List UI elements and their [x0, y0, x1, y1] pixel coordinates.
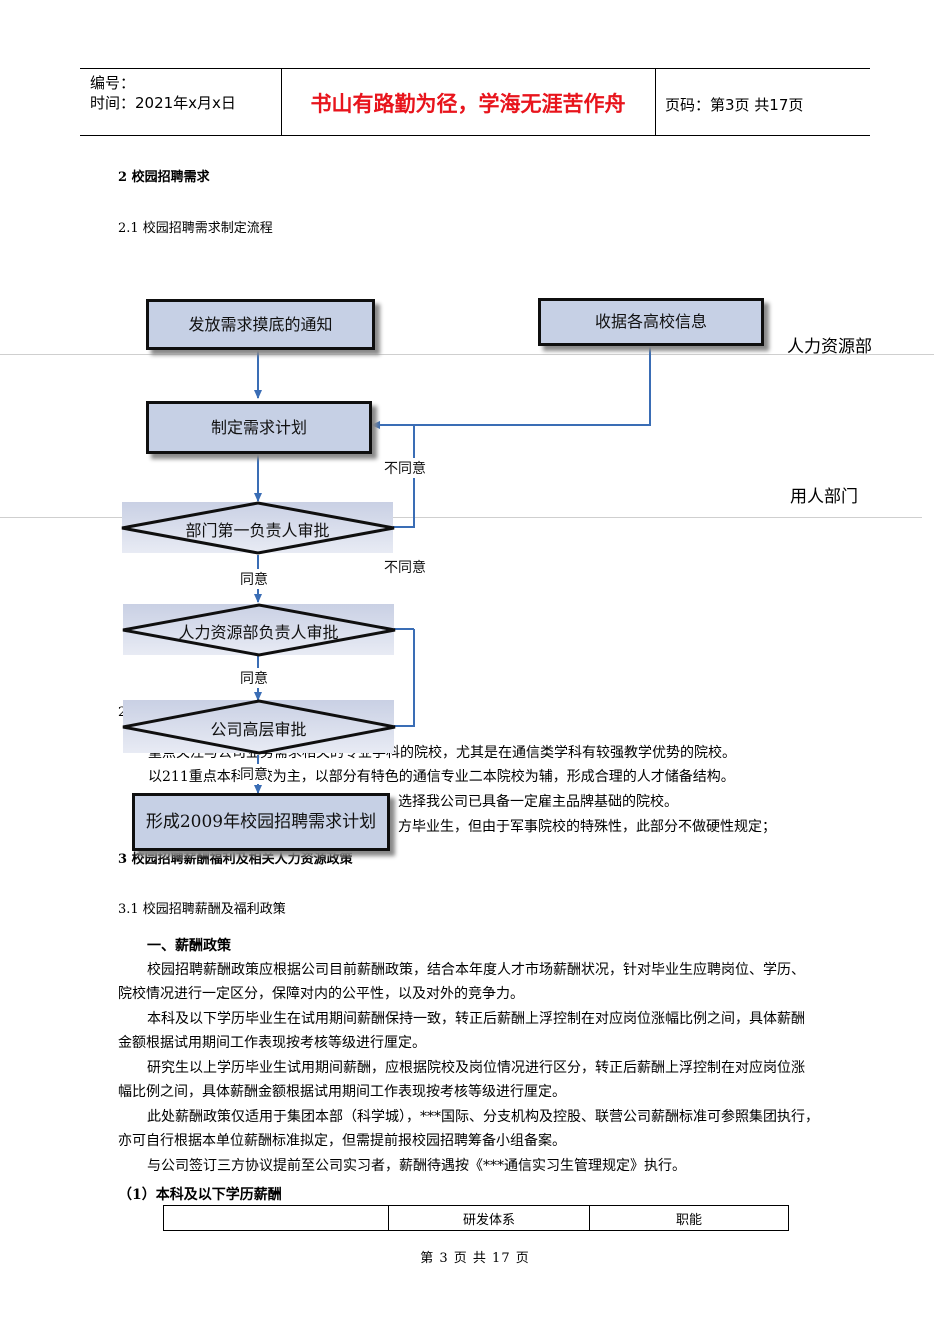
lane-label-user: 用人部门: [790, 487, 858, 507]
paragraph-1-line-2: 院校情况进行一定区分，保障对内的公平性，以及对外的竞争力。: [118, 986, 524, 1002]
behind-line-3: 选择我公司已具备一定雇主品牌基础的院校。: [398, 794, 678, 810]
behind-line-2: 以211重点本科院校为主，以部分有特色的通信专业二本院校为辅，形成合理的人才储备…: [148, 769, 735, 785]
diamond-exec-background: [123, 700, 394, 753]
section-3-1-title: 3.1 校园招聘薪酬及福利政策: [118, 902, 286, 917]
header-page-label: 页码：第3页 共17页: [665, 96, 804, 114]
paragraph-3-line-1: 研究生以上学历毕业生试用期间薪酬，应根据院校及岗位情况进行区分，转正后薪酬上浮控…: [147, 1060, 805, 1076]
diamond-exec-shape: [122, 699, 396, 755]
diamond-exec-label: 公司高层审批: [210, 720, 307, 739]
label-agree-1: 同意: [240, 569, 268, 589]
section-2-title: 2 校园招聘需求: [118, 170, 210, 185]
header-top-rule: [80, 68, 870, 69]
heading-salary-policy: 一、薪酬政策: [147, 938, 231, 954]
label-agree-2: 同意: [240, 668, 268, 688]
paragraph-5: 与公司签订三方协议提前至公司实习者，薪酬待遇按《***通信实习生管理规定》执行。: [147, 1158, 686, 1174]
paragraph-4-line-1: 此处薪酬政策仅适用于集团本部（科学城），***国际、分支机构及控股、联营公司薪酬…: [147, 1109, 819, 1125]
diamond-hr-label: 人力资源部负责人审批: [178, 623, 339, 642]
box-send-notice: 发放需求摸底的通知: [146, 299, 375, 350]
box-collect-info: 收据各高校信息: [538, 298, 764, 346]
paragraph-1-line-1: 校园招聘薪酬政策应根据公司目前薪酬政策，结合本年度人才市场薪酬状况，针对毕业生应…: [147, 962, 805, 978]
lane-separator-user: [0, 517, 922, 518]
header-time-label: 时间：2021年x月x日: [90, 94, 236, 112]
heading-undergrad-salary: （1）本科及以下学历薪酬: [118, 1187, 282, 1203]
header-number-label: 编号：: [90, 74, 136, 92]
header-divider-left: [281, 68, 282, 135]
section-2-1-title: 2.1 校园招聘需求制定流程: [118, 221, 273, 236]
arrow-collect-to-plan: [371, 345, 651, 429]
box-final-plan: 形成2009年校园招聘需求计划: [132, 793, 390, 851]
header-divider-right: [655, 68, 656, 135]
salary-table: 研发体系 职能: [163, 1205, 789, 1231]
box-make-plan: 制定需求计划: [146, 401, 372, 454]
table-header-row: 研发体系 职能: [163, 1205, 789, 1231]
section-2-2-fragment: 2: [118, 705, 126, 720]
paragraph-3-line-2: 幅比例之间，具体薪酬金额根据试用期间工作表现按考核等级进行厘定。: [118, 1084, 566, 1100]
behind-line-4: 方毕业生，但由于军事院校的特殊性，此部分不做硬性规定；: [398, 819, 776, 835]
table-header-cell: 研发体系: [388, 1205, 590, 1231]
lane-label-hr: 人力资源部: [787, 337, 872, 357]
diamond-dept-background: [122, 502, 393, 553]
label-disagree-1: 不同意: [384, 458, 426, 478]
return-exec: [394, 629, 415, 727]
diamond-hr-shape: [122, 603, 396, 657]
page-footer: 第 3 页 共 17 页: [420, 1251, 530, 1266]
label-agree-3: 同意: [240, 764, 268, 784]
lane-separator-hr: [0, 354, 934, 355]
section-3-title: 3 校园招聘薪酬福利及相关人力资源政策: [118, 852, 353, 867]
label-disagree-2: 不同意: [384, 557, 426, 577]
table-header-cell: 职能: [589, 1205, 789, 1231]
header-bottom-rule: [80, 135, 870, 136]
paragraph-4-line-2: 亦可自行根据本单位薪酬标准拟定，但需提前报校园招聘筹备小组备案。: [118, 1133, 566, 1149]
diamond-dept-label: 部门第一负责人审批: [185, 521, 330, 540]
paragraph-2-line-2: 金额根据试用期间工作表现按考核等级进行厘定。: [118, 1035, 426, 1051]
diamond-hr-background: [123, 604, 394, 655]
table-header-cell: [163, 1205, 389, 1231]
header-motto: 书山有路勤为径，学海无涯苦作舟: [310, 92, 626, 116]
diamond-dept-shape: [121, 501, 395, 555]
paragraph-2-line-1: 本科及以下学历毕业生在试用期间薪酬保持一致，转正后薪酬上浮控制在对应岗位涨幅比例…: [147, 1011, 805, 1027]
